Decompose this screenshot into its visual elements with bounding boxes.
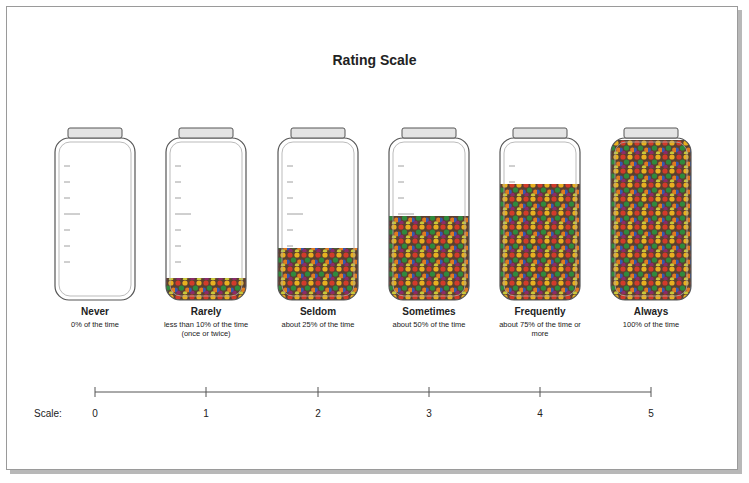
jar-description: 100% of the time: [603, 320, 699, 329]
jar-illustration: [273, 126, 363, 302]
scale-caption: Scale:: [34, 408, 62, 419]
scale-number: 0: [92, 408, 98, 419]
jar-label: Seldom: [263, 306, 373, 317]
jar-label: Never: [40, 306, 150, 317]
jar-node: Frequently about 75% of the time or more: [485, 126, 595, 339]
jar-node: Seldom about 25% of the time: [263, 126, 373, 329]
jar-description: about 25% of the time: [270, 320, 366, 329]
scale-number: 3: [426, 408, 432, 419]
scale-number: 5: [648, 408, 654, 419]
diagram-title: Rating Scale: [0, 52, 749, 68]
jar-node: Always 100% of the time: [596, 126, 706, 329]
jar-description: about 50% of the time: [381, 320, 477, 329]
jar-label: Always: [596, 306, 706, 317]
jar-node: Sometimes about 50% of the time: [374, 126, 484, 329]
scale-number: 4: [537, 408, 543, 419]
jar-description: about 75% of the time or more: [492, 320, 588, 339]
jar-description: less than 10% of the time (once or twice…: [158, 320, 254, 339]
scale-number: 1: [203, 408, 209, 419]
jar-description: 0% of the time: [47, 320, 143, 329]
jar-illustration: [384, 126, 474, 302]
scale-number: 2: [315, 408, 321, 419]
jar-node: Rarely less than 10% of the time (once or…: [151, 126, 261, 339]
jar-illustration: [606, 126, 696, 302]
jar-illustration: [495, 126, 585, 302]
jar-illustration: [50, 126, 140, 302]
jar-illustration: [161, 126, 251, 302]
jar-label: Frequently: [485, 306, 595, 317]
jar-label: Sometimes: [374, 306, 484, 317]
jar-node: Never 0% of the time: [40, 126, 150, 329]
jar-label: Rarely: [151, 306, 261, 317]
